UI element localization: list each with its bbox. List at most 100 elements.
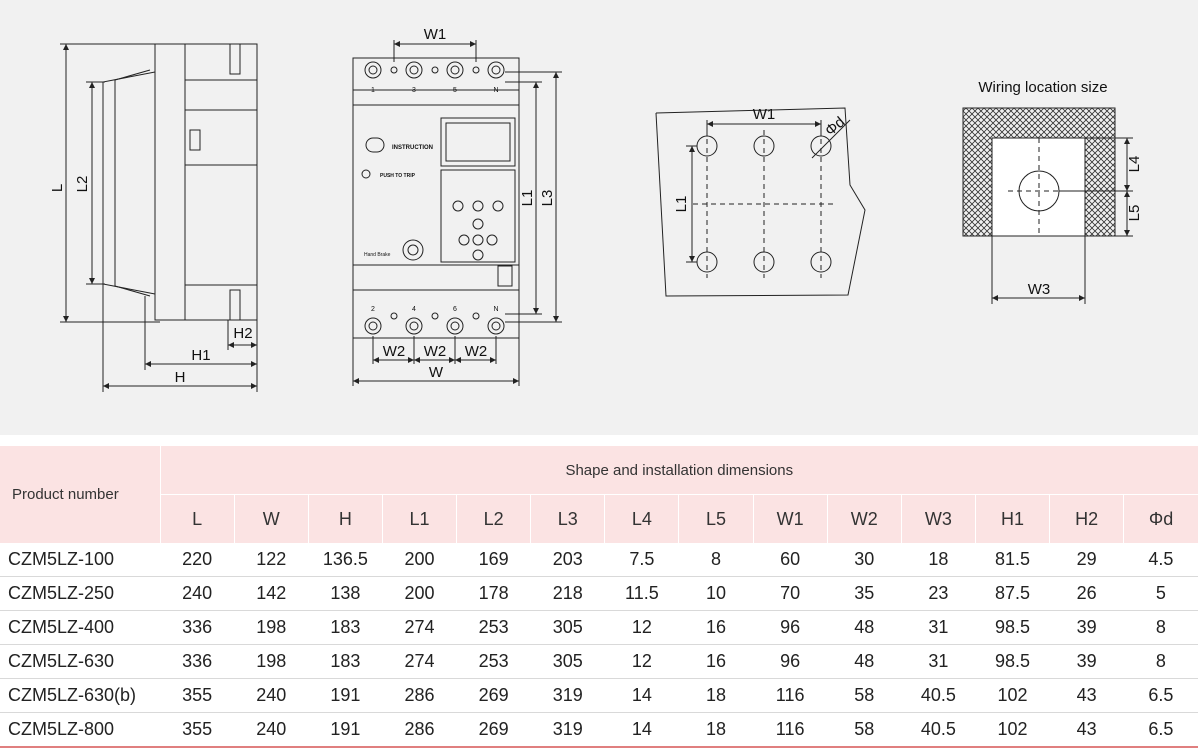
dimension-cell: 319: [530, 712, 605, 748]
column-header: W2: [826, 494, 902, 543]
dimension-cell: 26: [1049, 576, 1124, 611]
dimension-cell: 39: [1049, 644, 1124, 679]
product-number-cell: CZM5LZ-250: [0, 576, 161, 611]
mounting-plate: [655, 107, 866, 297]
dimension-cell: 98.5: [975, 644, 1050, 679]
product-number-cell: CZM5LZ-630: [0, 644, 161, 679]
dimension-cell: 98.5: [975, 610, 1050, 645]
dimension-cell: 6.5: [1123, 678, 1198, 713]
terminal-top-5: 5: [453, 87, 457, 94]
dimension-cell: 122: [234, 543, 309, 577]
dimension-cell: 29: [1049, 543, 1124, 577]
dimension-cell: 43: [1049, 678, 1124, 713]
dimension-cell: 203: [530, 543, 605, 577]
terminal-top-1: 1: [371, 87, 375, 94]
dimension-cell: 30: [827, 543, 902, 577]
wiring-view: [962, 107, 1133, 304]
dimension-cell: 102: [975, 712, 1050, 748]
dimensions-group-header: Shape and installation dimensions: [159, 446, 1198, 495]
label-L4: L4: [1126, 156, 1143, 173]
dimension-cell: 116: [753, 678, 828, 713]
product-number-cell: CZM5LZ-100: [0, 543, 161, 577]
label-H1: H1: [191, 347, 210, 364]
dimension-cell: 269: [456, 678, 531, 713]
dimension-cell: 274: [382, 610, 457, 645]
dimension-cell: 31: [901, 644, 976, 679]
dimension-cell: 70: [753, 576, 828, 611]
dimension-cell: 191: [308, 678, 383, 713]
dimension-cell: 14: [604, 712, 679, 748]
terminal-bottom-2: 2: [371, 306, 375, 313]
dimension-cell: 16: [678, 610, 754, 645]
dimension-cell: 5: [1123, 576, 1198, 611]
dimension-cell: 6.5: [1123, 712, 1198, 748]
dimension-cell: 136.5: [308, 543, 383, 577]
dimension-cell: 305: [530, 644, 605, 679]
dimension-cell: 18: [678, 712, 754, 748]
label-L3: L3: [539, 190, 556, 207]
label-W3: W3: [1028, 281, 1051, 298]
dimension-cell: 12: [604, 644, 679, 679]
side-body: [154, 43, 186, 321]
dimension-cell: 240: [234, 678, 309, 713]
dimension-cell: 87.5: [975, 576, 1050, 611]
dimension-cell: 58: [827, 678, 902, 713]
label-W: W: [429, 364, 444, 381]
label-mount-W1: W1: [753, 106, 776, 123]
front-view: [352, 40, 562, 386]
product-number-header: Product number: [0, 446, 161, 543]
mounting-view-labels: W1 L1 Φd: [673, 106, 848, 212]
dimension-cell: 60: [753, 543, 828, 577]
dimension-cell: 39: [1049, 610, 1124, 645]
dimension-cell: 336: [160, 610, 235, 645]
dimension-cell: 286: [382, 712, 457, 748]
dimension-cell: 319: [530, 678, 605, 713]
dimension-cell: 200: [382, 543, 457, 577]
label-L2: L2: [74, 176, 91, 193]
dimension-cell: 40.5: [901, 712, 976, 748]
hand-brake-label: Hand Brake: [364, 252, 391, 258]
label-W2-b: W2: [424, 343, 447, 360]
dimension-cell: 43: [1049, 712, 1124, 748]
wiring-title: Wiring location size: [978, 79, 1107, 96]
label-H: H: [175, 369, 186, 386]
dimension-cell: 8: [678, 543, 754, 577]
label-front-W1: W1: [424, 26, 447, 43]
dimension-cell: 218: [530, 576, 605, 611]
column-header: L3: [530, 494, 605, 543]
dimension-cell: 169: [456, 543, 531, 577]
dimension-cell: 274: [382, 644, 457, 679]
dimension-cell: 183: [308, 610, 383, 645]
dimension-cell: 240: [234, 712, 309, 748]
product-number-cell: CZM5LZ-630(b): [0, 678, 161, 713]
mounting-view: [655, 107, 866, 297]
front-view-labels: W1 1 3 5 N 2 4 6 N INSTRUCTION PUSH TO T…: [364, 26, 556, 381]
dimension-cell: 35: [827, 576, 902, 611]
dimension-cell: 286: [382, 678, 457, 713]
dimension-cell: 18: [901, 543, 976, 577]
dimension-cell: 253: [456, 644, 531, 679]
push-to-trip-label: PUSH TO TRIP: [380, 173, 416, 179]
dimension-cell: 253: [456, 610, 531, 645]
dimension-cell: 4.5: [1123, 543, 1198, 577]
terminal-bottom-n: N: [493, 306, 498, 313]
label-L: L: [49, 184, 66, 192]
dimension-cell: 355: [160, 712, 235, 748]
dimension-cell: 178: [456, 576, 531, 611]
drawings-svg: L L2 H2 H1 H: [49, 26, 1143, 392]
instruction-label: INSTRUCTION: [392, 145, 433, 151]
dimension-cell: 220: [160, 543, 235, 577]
dimension-cell: 16: [678, 644, 754, 679]
dimension-cell: 269: [456, 712, 531, 748]
column-header: H: [307, 494, 383, 543]
dimension-cell: 12: [604, 610, 679, 645]
dimension-cell: 116: [753, 712, 828, 748]
dimension-cell: 8: [1123, 610, 1198, 645]
dimension-cell: 142: [234, 576, 309, 611]
terminal-bottom-6: 6: [453, 306, 457, 313]
dimension-cell: 11.5: [604, 576, 679, 611]
